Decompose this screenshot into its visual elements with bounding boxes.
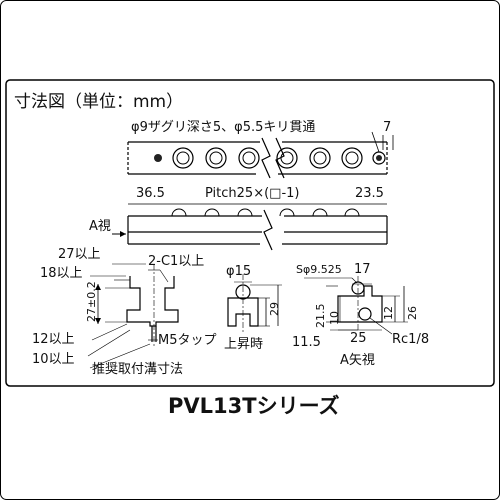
arrow-17-label: 17 — [354, 262, 371, 277]
groove-27-label: 27以上 — [58, 247, 101, 262]
groove-section — [87, 263, 179, 369]
lift-view — [227, 274, 282, 332]
lift-caption: 上昇時 — [224, 337, 263, 352]
arrow-26-label: 26 — [406, 306, 419, 320]
side-rail-view — [112, 203, 388, 251]
counterbore-holes — [172, 147, 363, 169]
groove-10-label: 10以上 — [32, 352, 75, 367]
arrow-10-label: 10 — [328, 311, 341, 325]
small-hole-icon — [154, 154, 162, 162]
arrow-11-5-label: 11.5 — [292, 335, 321, 350]
lift-diameter-label: φ15 — [226, 264, 251, 279]
top-rail-view — [127, 131, 394, 179]
end-distance-label: 7 — [383, 120, 391, 135]
chamfer-label: 2-C1以上 — [148, 254, 204, 269]
groove-caption: 推奨取付溝寸法 — [92, 362, 183, 377]
arrow-view-caption: A矢視 — [340, 353, 375, 368]
view-a-label: A視 — [89, 219, 111, 234]
groove-12-label: 12以上 — [32, 332, 75, 347]
groove-18-label: 18以上 — [40, 266, 83, 281]
tap-label: M5タップ — [158, 333, 217, 348]
drawing-title: 寸法図（単位：mm） — [14, 92, 183, 112]
arrow-25-label: 25 — [350, 331, 367, 346]
rc-thread-label: Rc1/8 — [392, 332, 429, 347]
drawing-border — [5, 79, 495, 387]
arrow-21-5-label: 21.5 — [314, 304, 327, 329]
hole-note: φ9ザグリ深さ5、φ5.5キリ貫通 — [131, 120, 315, 135]
sphere-label: Sφ9.525 — [296, 263, 342, 276]
lift-29-label: 29 — [268, 302, 281, 316]
right-pitch-dim: 23.5 — [355, 186, 384, 201]
arrow-12-label: 12 — [382, 306, 395, 320]
arrow-a-view — [304, 276, 408, 335]
groove-height-label: 27±0.2 — [85, 281, 98, 322]
pitch-formula: Pitch25×(□-1) — [205, 186, 299, 201]
series-name: PVL13Tシリーズ — [168, 394, 340, 418]
left-pitch-dim: 36.5 — [136, 186, 165, 201]
